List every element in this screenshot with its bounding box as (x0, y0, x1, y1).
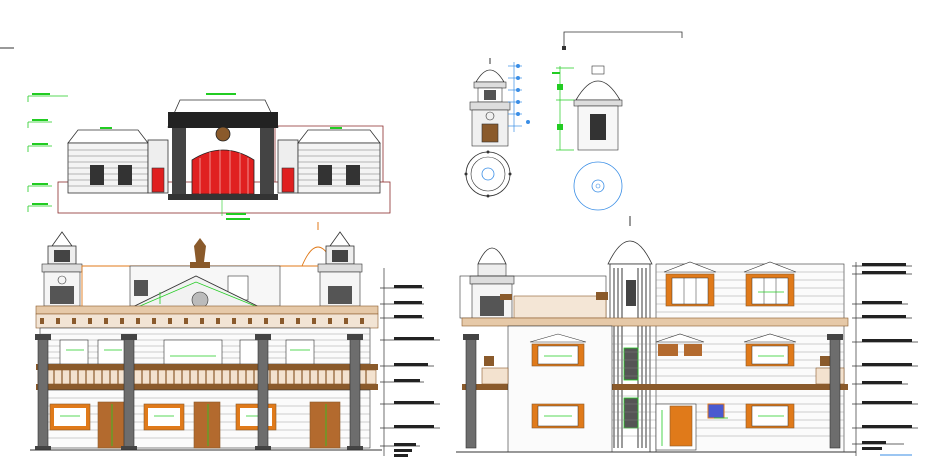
front-elevation-large (30, 222, 440, 457)
front-elevation-small (27, 93, 391, 220)
dome-plan-right (573, 161, 623, 211)
level-markers-small (27, 95, 68, 212)
dome-detail-right (552, 31, 683, 151)
side-elevation-large (456, 216, 918, 456)
dome-detail-left (469, 58, 530, 147)
dome-plan-left (464, 150, 512, 198)
